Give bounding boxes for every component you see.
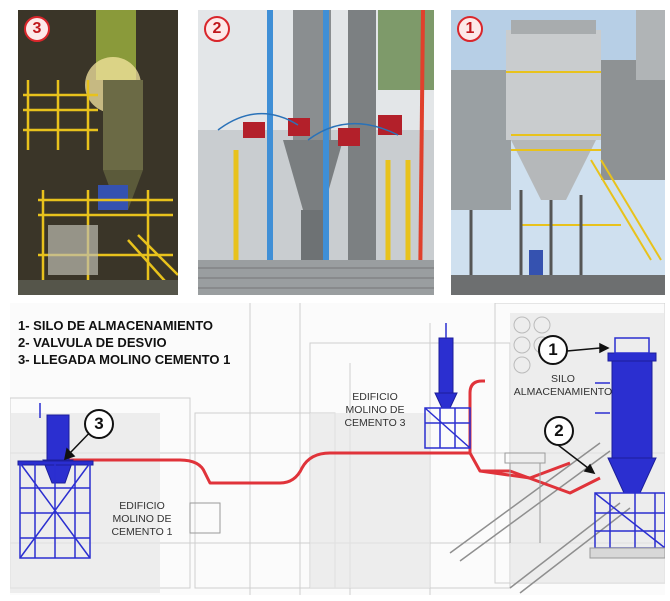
legend-item-valve: 2- VALVULA DE DESVIO — [18, 335, 167, 350]
legend: 1- SILO DE ALMACENAMIENTO 2- VALVULA DE … — [18, 317, 230, 368]
photo-mill-arrival: 3 — [18, 10, 178, 295]
legend-item-mill-arrival: 3- LLEGADA MOLINO CEMENTO 1 — [18, 352, 231, 367]
callout-3: 3 — [84, 409, 114, 439]
callout-1: 1 — [538, 335, 568, 365]
photo-storage-silo: 1 — [451, 10, 665, 295]
photo-badge-2: 2 — [204, 16, 230, 42]
label-silo: SILO ALMACENAMIENTO — [513, 373, 613, 398]
photo-badge-1: 1 — [457, 16, 483, 42]
photo-mill-arrival-image — [18, 10, 178, 295]
legend-item-silo: 1- SILO DE ALMACENAMIENTO — [18, 318, 214, 333]
photo-diverter-valve: 2 — [198, 10, 434, 295]
label-edificio-3: EDIFICIO MOLINO DE CEMENTO 3 — [344, 391, 406, 429]
callout-2: 2 — [544, 416, 574, 446]
photo-storage-silo-image — [451, 10, 665, 295]
photo-diverter-valve-image — [198, 10, 434, 295]
plant-3d-diagram: 1- SILO DE ALMACENAMIENTO 2- VALVULA DE … — [10, 303, 665, 595]
label-edificio-1: EDIFICIO MOLINO DE CEMENTO 1 — [111, 500, 173, 538]
photo-badge-3: 3 — [24, 16, 50, 42]
